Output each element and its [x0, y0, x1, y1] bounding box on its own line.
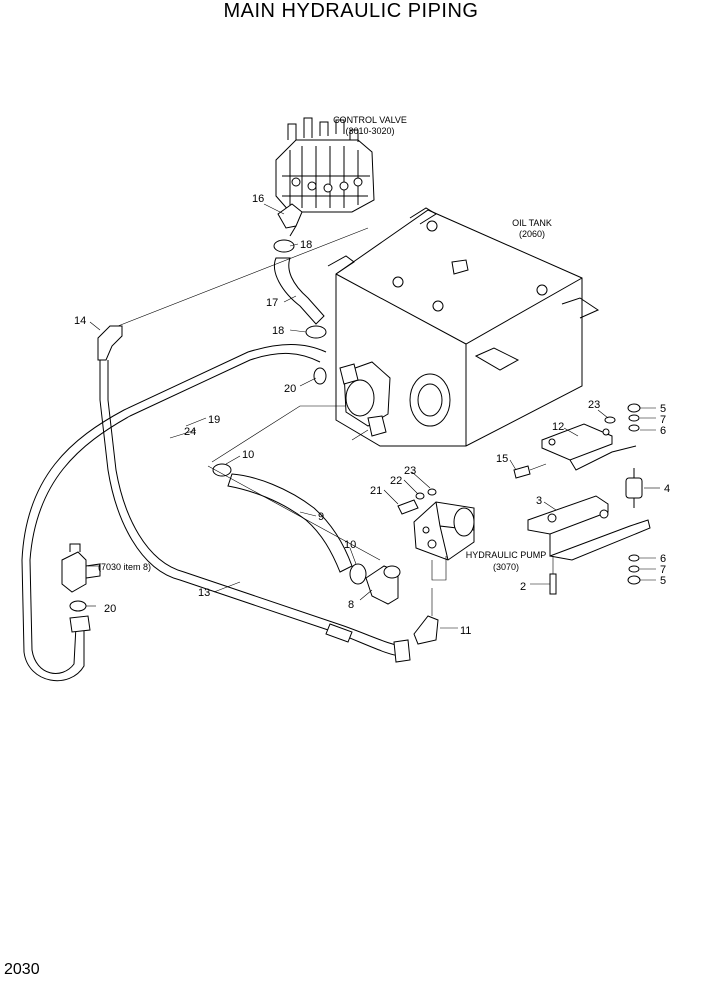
- callout-23: 23: [404, 465, 416, 477]
- callout-17: 17: [266, 297, 278, 309]
- callout-7: 7: [660, 564, 666, 576]
- page-number: 2030: [4, 961, 40, 978]
- callout-20: 20: [104, 603, 116, 615]
- hoses-and-pipes: [21, 203, 439, 682]
- control-valve: [275, 117, 375, 213]
- oil-tank: [327, 207, 600, 447]
- assembly-captions: CONTROL VALVE (3010-3020) OIL TANK (2060…: [98, 115, 552, 572]
- callout-12: 12: [552, 421, 564, 433]
- callout-18: 18: [300, 239, 312, 251]
- callout-22: 22: [390, 475, 402, 487]
- callout-4: 4: [664, 483, 670, 495]
- control-valve-name: CONTROL VALVE: [333, 115, 407, 125]
- callout-leaders: [86, 203, 660, 629]
- oil-tank-ref: (2060): [519, 229, 545, 239]
- callout-21: 21: [370, 485, 382, 497]
- callout-20: 20: [284, 383, 296, 395]
- callout-5: 5: [660, 403, 666, 415]
- callout-6: 6: [660, 553, 666, 565]
- callout-16: 16: [252, 193, 264, 205]
- callout-24: 24: [184, 426, 196, 438]
- callout-11: 11: [460, 625, 471, 637]
- page-title: MAIN HYDRAULIC PIPING: [223, 0, 479, 22]
- callout-9: 9: [318, 511, 324, 523]
- callout-numbers: 16 18 17 18 20 14 19 24 20 10 9 10 8 13 …: [74, 193, 670, 637]
- callout-10: 10: [344, 539, 356, 551]
- callout-7: 7: [660, 414, 666, 426]
- callout-18: 18: [272, 325, 284, 337]
- callout-3: 3: [536, 495, 542, 507]
- callout-2: 2: [520, 581, 526, 593]
- callout-19: 19: [208, 414, 220, 426]
- mounting-brackets: [513, 403, 651, 595]
- item-7030-ref: (7030 item 8): [98, 562, 151, 572]
- callout-14: 14: [74, 315, 86, 327]
- hydraulic-pump-ref: (3070): [493, 562, 519, 572]
- callout-13: 13: [198, 587, 210, 599]
- callout-10: 10: [242, 449, 254, 461]
- hydraulic-pump-name: HYDRAULIC PUMP: [466, 550, 547, 560]
- oil-tank-name: OIL TANK: [512, 218, 552, 228]
- callout-6: 6: [660, 425, 666, 437]
- callout-23: 23: [588, 399, 600, 411]
- callout-5: 5: [660, 575, 666, 587]
- callout-8: 8: [348, 599, 354, 611]
- control-valve-ref: (3010-3020): [345, 126, 394, 136]
- hydraulic-pump: [413, 501, 475, 581]
- callout-15: 15: [496, 453, 508, 465]
